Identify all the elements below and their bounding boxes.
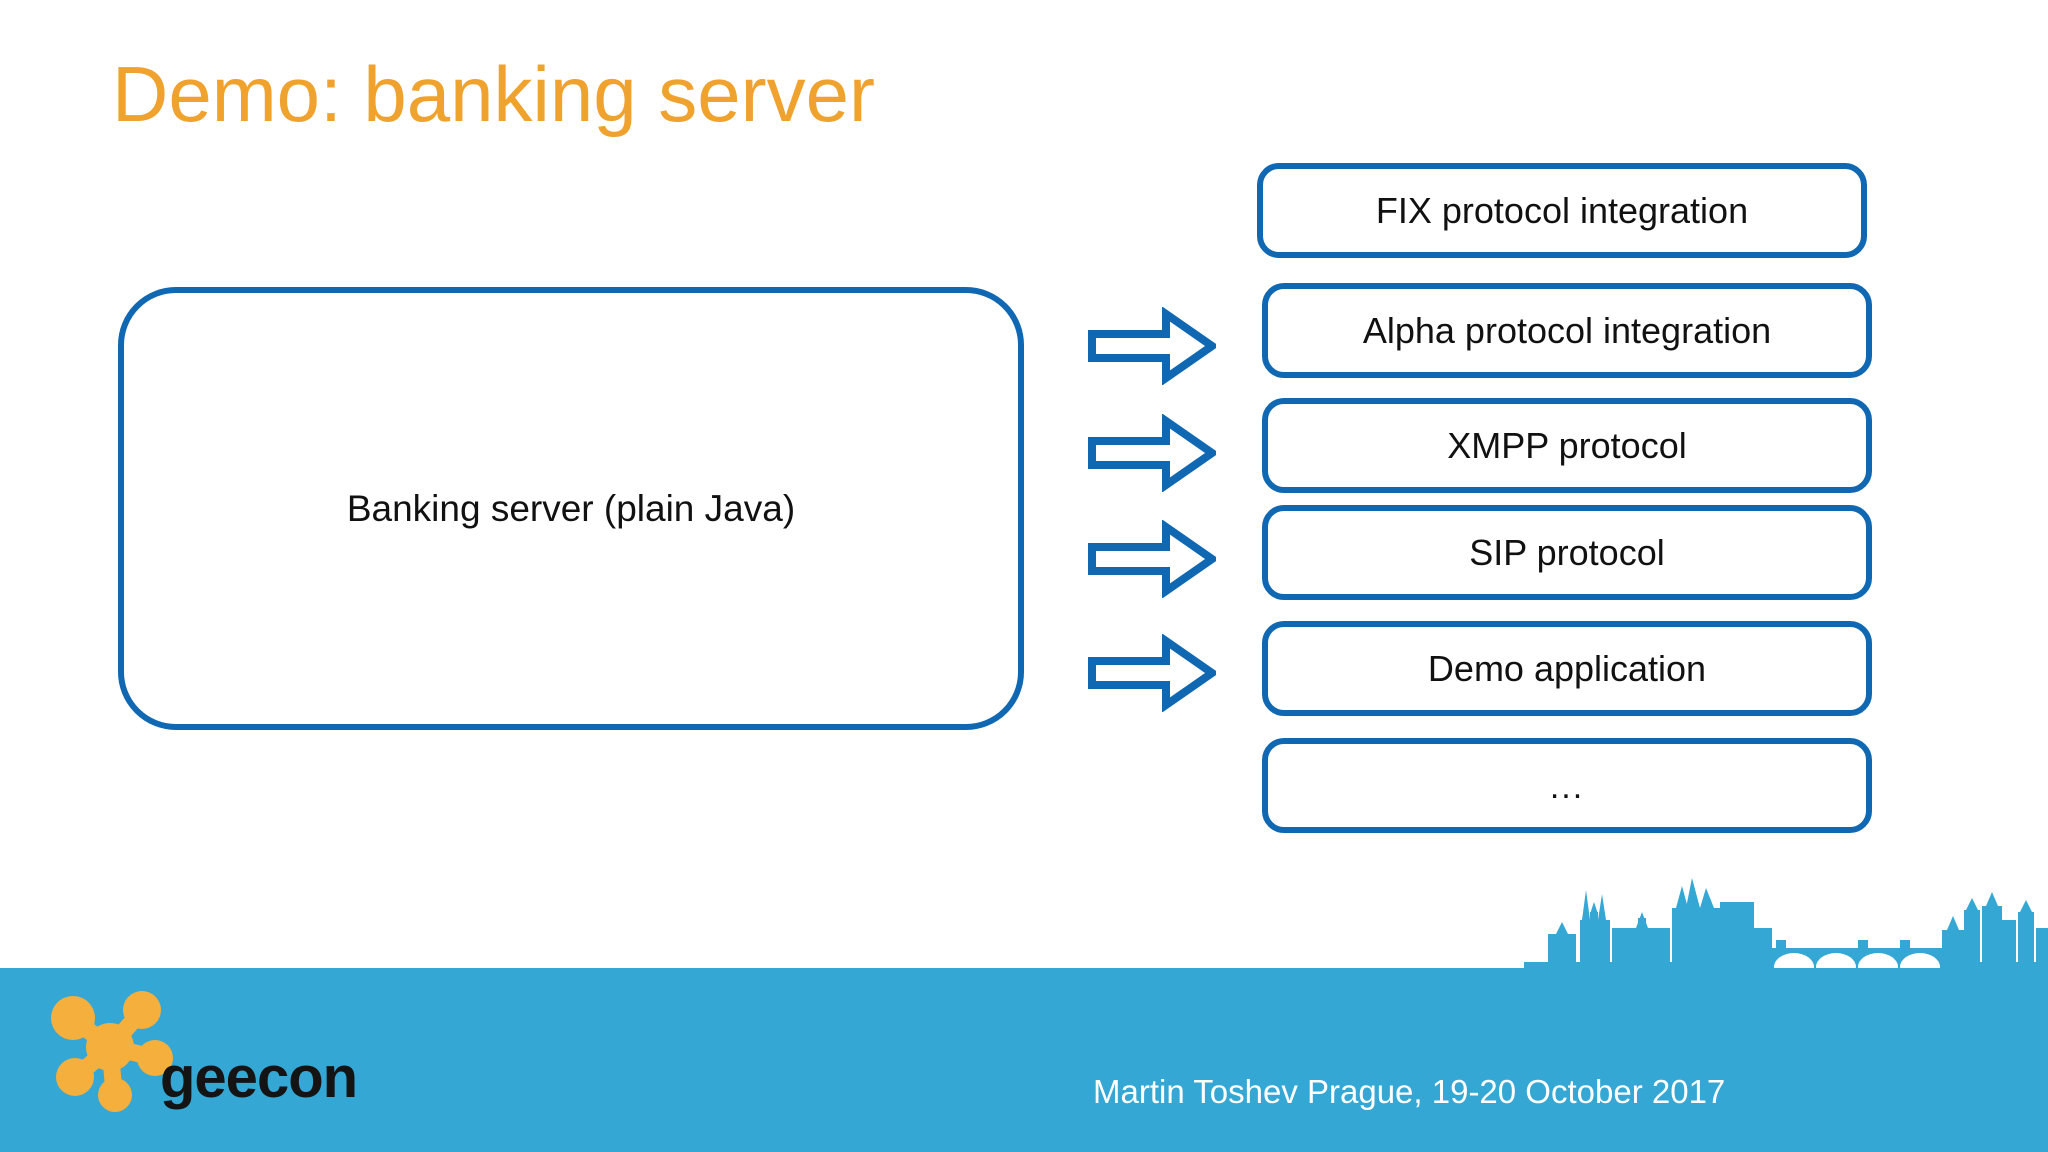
target-box-alpha-protocol: Alpha protocol integration [1262,283,1872,378]
target-box-xmpp-protocol: XMPP protocol [1262,398,1872,493]
server-box-label: Banking server (plain Java) [346,487,796,529]
geecon-molecule-icon [48,985,178,1115]
target-box-demo-application: Demo application [1262,621,1872,716]
target-box-label: Alpha protocol integration [1362,309,1772,351]
target-box-label: XMPP protocol [1447,424,1687,466]
target-box-label: ... [1549,768,1585,806]
target-box-fix-protocol: FIX protocol integration [1257,163,1867,258]
footer-credit-text: Martin Toshev Prague, 19-20 October 2017 [1093,1073,1726,1110]
arrow-right-icon-2 [1088,414,1216,492]
arrow-right-icon-1 [1088,307,1216,385]
arrow-right-icon-3 [1088,520,1216,598]
target-box-label: SIP protocol [1469,531,1665,573]
target-box-more: ... [1262,738,1872,833]
prague-skyline-icon [1524,872,2048,972]
server-box: Banking server (plain Java) [118,287,1024,730]
target-box-label: Demo application [1427,647,1707,689]
geecon-wordmark: geecon [160,1045,358,1110]
arrow-right-icon-4 [1088,634,1216,712]
page-title: Demo: banking server [112,50,876,138]
geecon-logo: geecon [48,985,358,1115]
target-box-label: FIX protocol integration [1375,189,1749,231]
footer-band [0,968,2048,1152]
target-box-sip-protocol: SIP protocol [1262,505,1872,600]
